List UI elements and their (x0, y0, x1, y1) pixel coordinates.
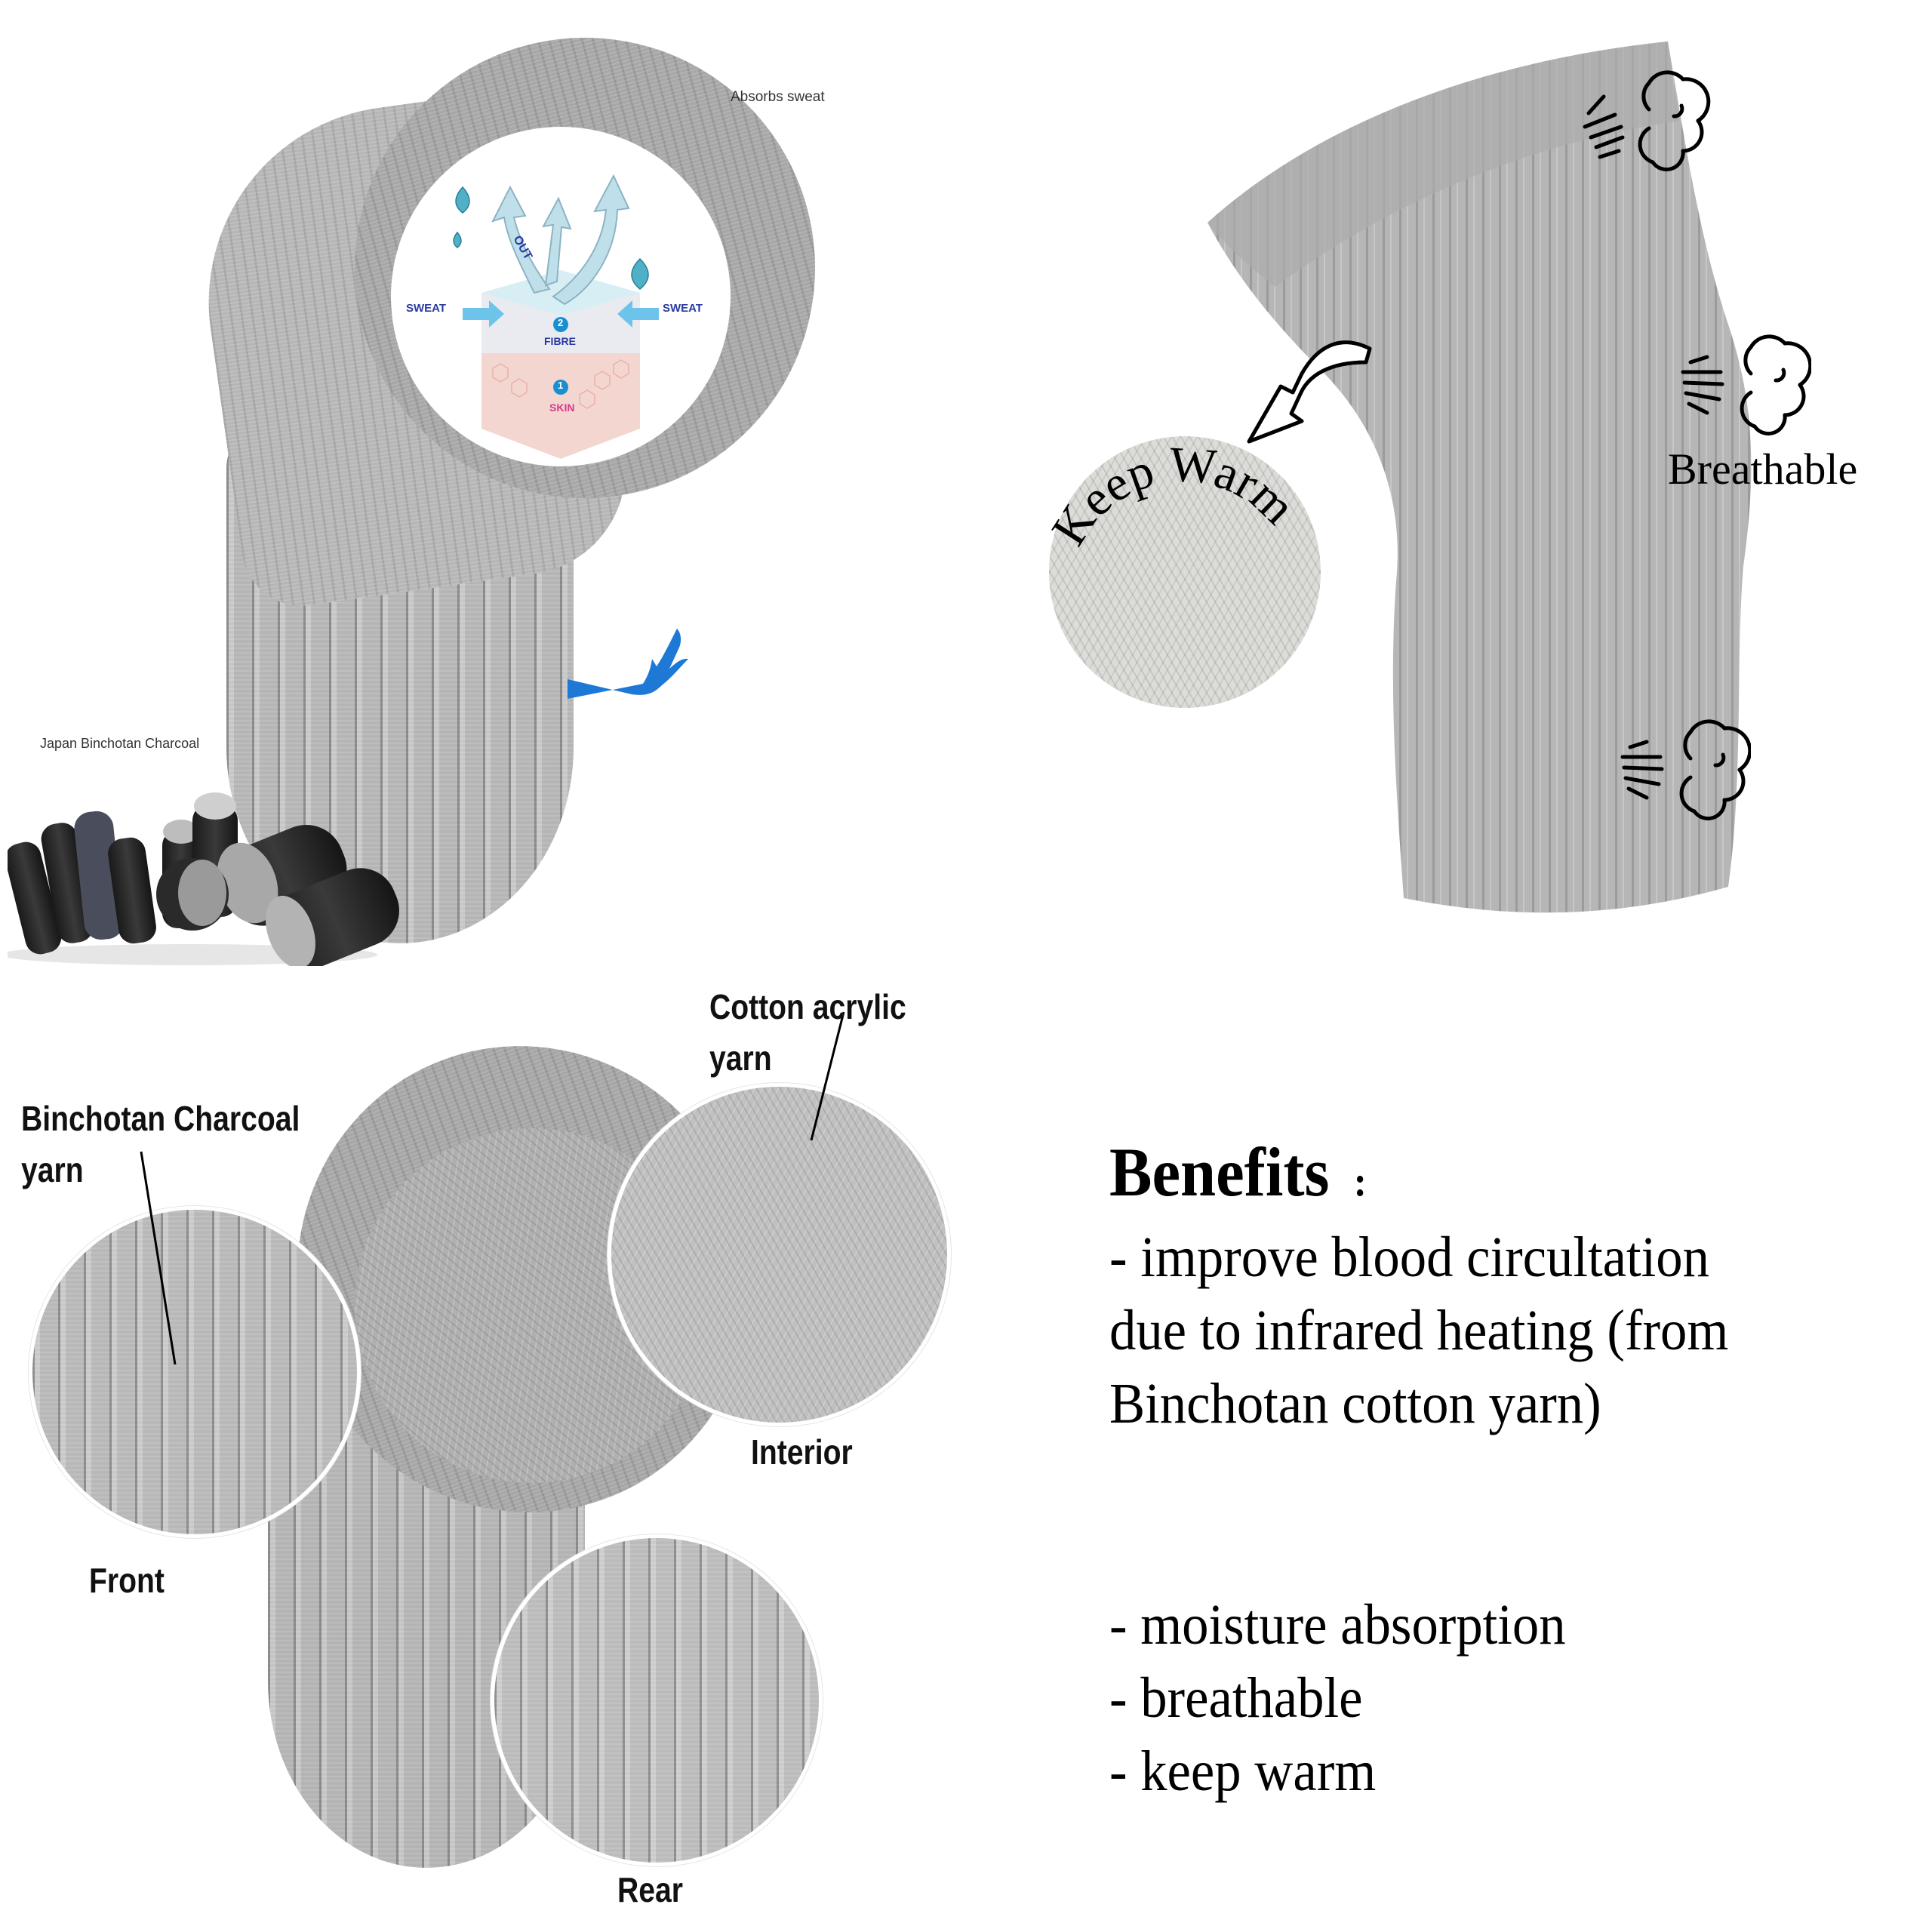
keep-warm-label: Keep Warm (1049, 437, 1306, 555)
interior-label: Interior (751, 1432, 853, 1472)
benefit-line: due to infrared heating (from (1109, 1299, 1729, 1362)
cotton-acrylic-yarn-label: Cotton acrylic yarn (709, 987, 906, 1078)
label-leader-lines (140, 1011, 845, 1365)
keep-warm-zoom-circle (1049, 436, 1321, 708)
rear-zoom-circle (491, 1534, 823, 1866)
sweat-wicking-diagram-icon: OUT (453, 174, 659, 459)
benefit-line: Binchotan cotton yarn) (1109, 1372, 1601, 1435)
benefits-panel: Benefits : - improve blood circultation … (1109, 1132, 1909, 1811)
panel-yarn-details: Cotton acrylic yarn Binchotan Charcoal y… (0, 966, 966, 1932)
front-zoom-circle (29, 1206, 361, 1538)
rear-label: Rear (617, 1870, 683, 1909)
sweat-right-label: SWEAT (663, 302, 703, 315)
benefit-list-item: - breathable (1109, 1666, 1363, 1730)
keep-warm-curved-label: Keep Warm (1049, 437, 1306, 555)
steam-puff-icon (1681, 334, 1811, 435)
breathable-label: Breathable (1668, 445, 1858, 494)
fibre-badge-number: 2 (558, 317, 564, 328)
blue-stop-hand-icon (568, 629, 688, 699)
panel-knee-sleeve: Keep Warm Breathable (966, 0, 1932, 966)
japan-binchotan-charcoal-caption: Japan Binchotan Charcoal (40, 736, 200, 751)
benefit-list-item: - keep warm (1109, 1740, 1377, 1803)
benefits-primary: - improve blood circultation due to infr… (1109, 1221, 1775, 1441)
skin-label: SKIN (549, 401, 575, 414)
benefit-line: - improve blood circultation (1109, 1226, 1709, 1289)
panel-absorbs-sweat: OUT SWEAT SWEAT 2 FIBRE 1 SKIN Absorbs s… (0, 0, 966, 966)
steam-puff-icon (1583, 70, 1711, 171)
binchotan-charcoal-yarn-label: Binchotan Charcoal yarn (21, 1099, 300, 1189)
interior-zoom-circle (608, 1083, 951, 1426)
benefits-list: - moisture absorption - breathable - kee… (1109, 1589, 1600, 1808)
front-label: Front (89, 1561, 165, 1600)
steam-puff-icon (1620, 719, 1751, 820)
sweat-left-label: SWEAT (406, 302, 447, 315)
sweat-diagram-circle: OUT SWEAT SWEAT 2 FIBRE 1 SKIN (391, 127, 731, 466)
fibre-label: FIBRE (544, 335, 576, 347)
benefit-list-item: - moisture absorption (1109, 1593, 1566, 1657)
svg-text:Keep Warm: Keep Warm (1049, 437, 1306, 555)
skin-badge-number: 1 (558, 380, 564, 391)
benefits-heading: Benefits : (1109, 1134, 1367, 1211)
curved-arrow-icon (1247, 340, 1372, 444)
charcoal-pile-icon (8, 792, 399, 966)
knee-sleeve-image (1208, 42, 1752, 913)
absorbs-sweat-caption: Absorbs sweat (731, 89, 825, 105)
